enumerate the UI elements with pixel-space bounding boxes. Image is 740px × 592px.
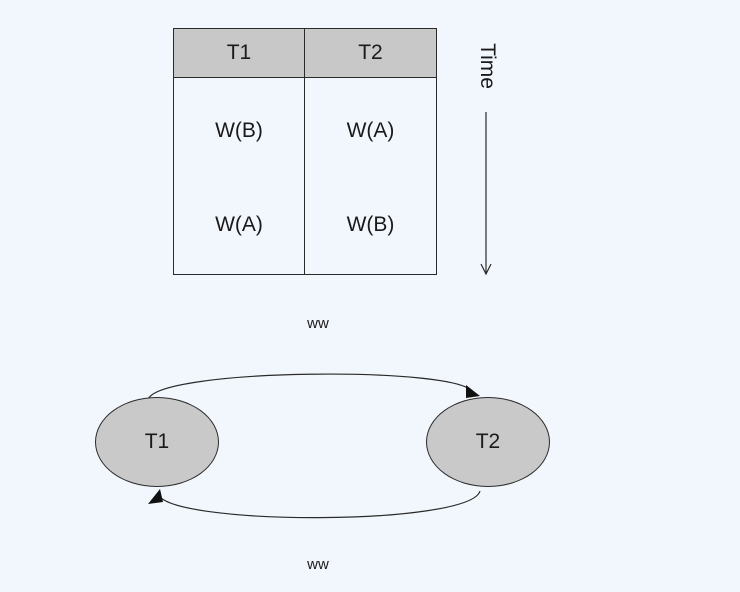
t2-op-1: W(A)	[346, 119, 395, 142]
column-header-t1: T1	[174, 29, 305, 78]
edge-label-top: ww	[307, 315, 329, 332]
t1-op-2: W(A)	[215, 213, 263, 236]
node-t2: T2	[426, 397, 550, 487]
node-t1: T1	[95, 397, 219, 487]
time-axis-arrowhead	[480, 263, 492, 276]
t2-op-2: W(B)	[346, 213, 395, 236]
edge-t2-to-t1-arrowhead	[148, 489, 163, 504]
column-header-t2: T2	[305, 29, 436, 78]
schedule-table: T1 T2 W(B) W(A) W(A) W(B)	[173, 28, 437, 275]
edge-label-bottom: ww	[307, 556, 329, 573]
edge-t1-to-t2	[147, 373, 473, 401]
edge-t2-to-t1	[157, 490, 481, 519]
t1-op-1: W(B)	[215, 119, 263, 142]
edge-t1-to-t2-arrowhead	[466, 385, 480, 398]
column-t2: W(A) W(B)	[305, 78, 436, 274]
column-t1: W(B) W(A)	[174, 78, 305, 274]
